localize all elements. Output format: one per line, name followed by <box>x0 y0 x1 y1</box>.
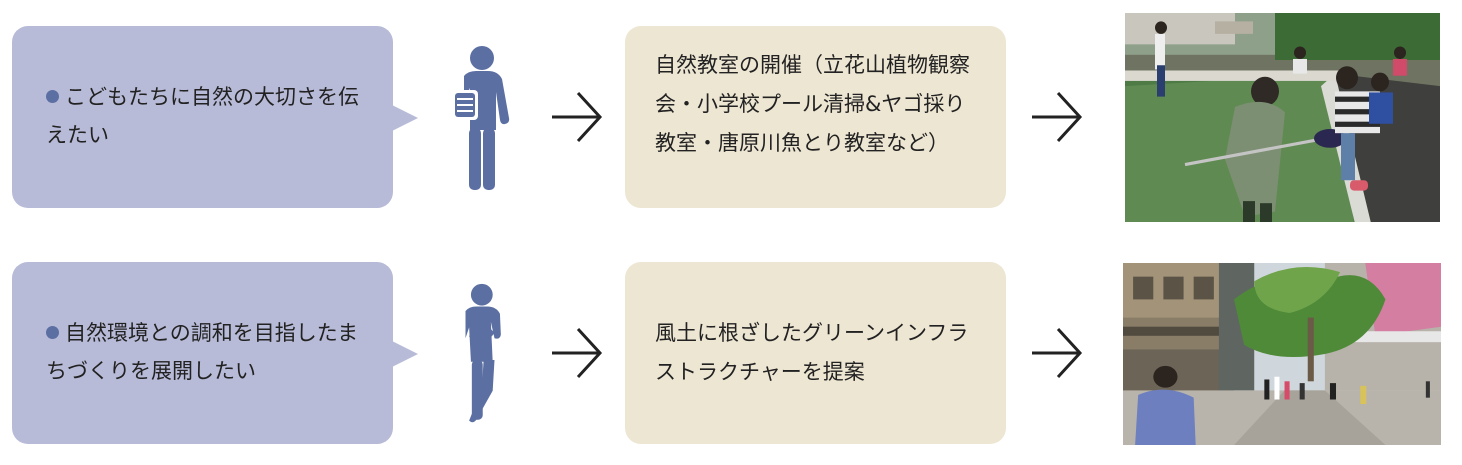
wish-text-1: こどもたちに自然の大切さを伝えたい <box>46 85 359 147</box>
action-text-1: 自然教室の開催（立花山植物観察会・小学校プール清掃&ヤゴ採り教室・唐原川魚とり教… <box>655 53 970 155</box>
photo-green-street <box>1123 263 1441 445</box>
arrow-right-icon <box>1032 91 1083 143</box>
flow-row-1: こどもたちに自然の大切さを伝えたい 自然教室の開催（立花山植物観察会・小学校プー… <box>0 13 1462 222</box>
arrow-right-icon <box>552 327 603 379</box>
wish-bubble-2: 自然環境との調和を目指したまちづくりを展開したい <box>12 262 393 444</box>
flow-row-2: 自然環境との調和を目指したまちづくりを展開したい 風土に根ざしたグリーンインフラ… <box>0 258 1462 448</box>
speech-bubble-tail <box>390 104 418 132</box>
arrow-right-icon <box>552 91 603 143</box>
speech-bubble-tail <box>390 340 418 368</box>
wish-text-2: 自然環境との調和を目指したまちづくりを展開したい <box>46 321 359 383</box>
action-box-1: 自然教室の開催（立花山植物観察会・小学校プール清掃&ヤゴ採り教室・唐原川魚とり教… <box>625 26 1006 208</box>
person-thinking-icon <box>465 283 501 423</box>
arrow-right-icon <box>1032 327 1083 379</box>
photo-pool-cleaning <box>1125 13 1440 222</box>
person-holding-document-icon <box>452 46 510 190</box>
wish-bubble-1: こどもたちに自然の大切さを伝えたい <box>12 26 393 208</box>
bullet-icon <box>46 90 59 103</box>
bullet-icon <box>46 326 59 339</box>
action-text-2: 風土に根ざしたグリーンインフラストラクチャーを提案 <box>655 321 969 384</box>
action-box-2: 風土に根ざしたグリーンインフラストラクチャーを提案 <box>625 262 1006 444</box>
